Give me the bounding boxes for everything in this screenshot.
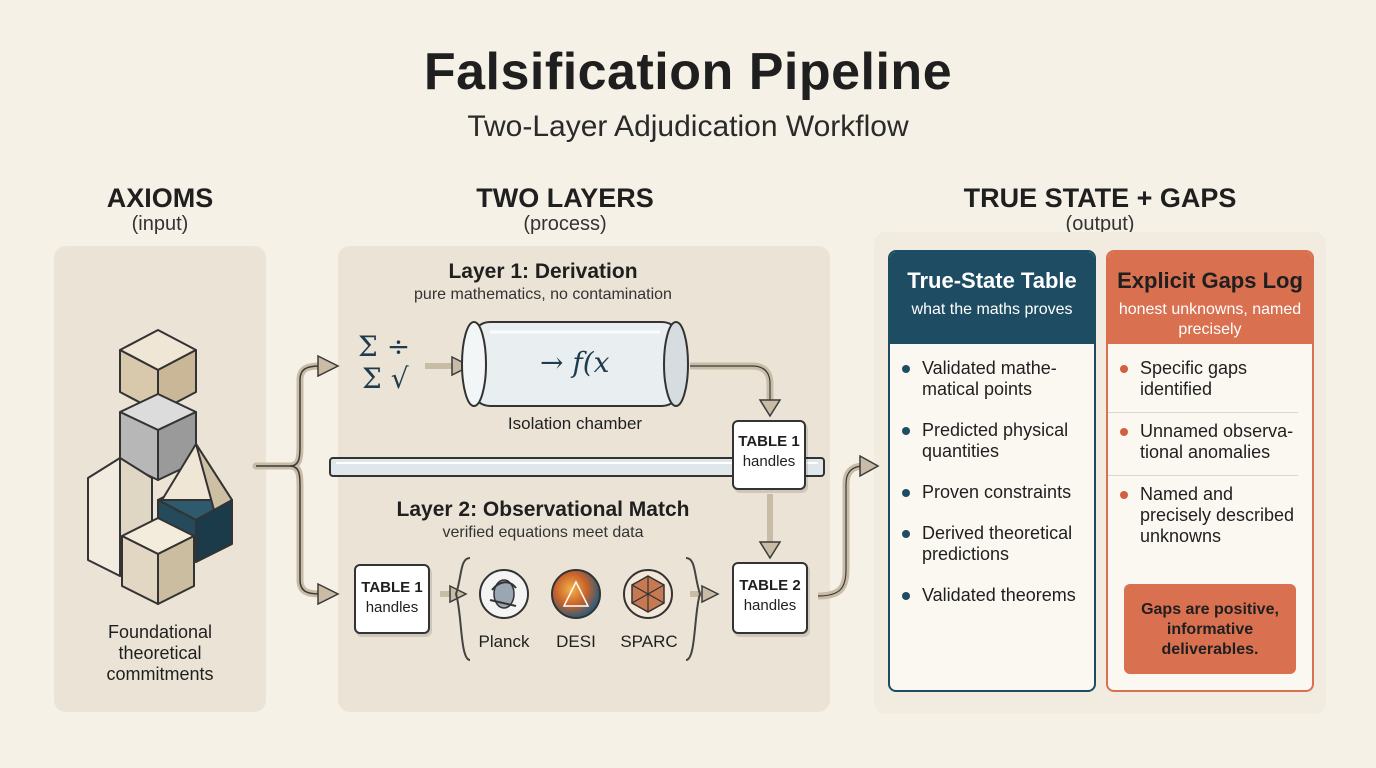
- gaps-log-header: Explicit Gaps Log honest unknowns, named…: [1108, 252, 1312, 344]
- sparc-icon: [623, 569, 673, 619]
- layer2-subtitle: verified equations meet data: [442, 524, 644, 541]
- input-split-arrow: [252, 362, 324, 598]
- input-symbols-2: Σ √: [362, 362, 409, 395]
- list-item: Named and precisely described unknowns: [1108, 484, 1298, 559]
- input-symbols: Σ ÷: [358, 330, 411, 363]
- true-state-subtitle: what the maths proves: [911, 301, 1073, 318]
- axioms-subheading: (input): [131, 213, 189, 235]
- table2-handles-tag: TABLE 2 handles: [732, 562, 808, 634]
- layer1-subtitle: pure mathematics, no contamination: [414, 286, 672, 303]
- list-item: Proven constraints: [890, 482, 1094, 503]
- gaps-callout: Gaps are positive, informative deliverab…: [1124, 584, 1296, 674]
- axioms-caption: Foundational theoretical commitments: [106, 622, 214, 684]
- planck-icon: [479, 569, 529, 619]
- tag-label: TABLE 1: [738, 433, 800, 450]
- list-item: Specific gaps identified: [1108, 358, 1298, 413]
- dataset-desi: DESI: [556, 632, 596, 651]
- dataset-planck: Planck: [478, 632, 530, 651]
- tag-label: TABLE 1: [361, 579, 423, 596]
- output-heading: TRUE STATE + GAPS: [963, 183, 1237, 213]
- explicit-gaps-log-card: Explicit Gaps Log honest unknowns, named…: [1106, 250, 1314, 692]
- layer1-title: Layer 1: Derivation: [448, 260, 638, 283]
- layers-heading: TWO LAYERS: [476, 183, 654, 213]
- list-item: Validated theorems: [890, 585, 1094, 606]
- true-state-list: Validated mathe-matical points Predicted…: [890, 344, 1094, 606]
- tag-handles: handles: [365, 599, 419, 616]
- chamber-formula: → f(x: [540, 346, 610, 379]
- layer2-title: Layer 2: Observational Match: [396, 498, 690, 521]
- gaps-log-title: Explicit Gaps Log: [1117, 268, 1303, 293]
- axioms-heading: AXIOMS: [106, 183, 214, 213]
- axiom-blocks-icon: [87, 329, 233, 605]
- true-state-header: True-State Table what the maths proves: [890, 252, 1094, 344]
- chamber-label: Isolation chamber: [507, 414, 643, 433]
- list-item: Unnamed observa-tional anomalies: [1108, 421, 1298, 476]
- tag-handles: handles: [743, 597, 797, 614]
- table1-handles-tag-top: TABLE 1 handles: [732, 420, 806, 490]
- layers-subheading: (process): [523, 213, 607, 235]
- list-item: Predicted physical quantities: [890, 420, 1094, 462]
- true-state-table-card: True-State Table what the maths proves V…: [888, 250, 1096, 692]
- tag-handles: handles: [742, 453, 796, 470]
- page-subtitle: Two-Layer Adjudication Workflow: [467, 110, 909, 143]
- desi-icon: [551, 569, 601, 619]
- gaps-log-subtitle: honest unknowns, named precisely: [1118, 301, 1302, 338]
- isolation-chamber-icon: [461, 321, 689, 407]
- tag-label: TABLE 2: [739, 577, 801, 594]
- table1-handles-tag-left: TABLE 1 handles: [354, 564, 430, 634]
- dataset-sparc: SPARC: [620, 632, 678, 651]
- list-item: Derived theoretical predictions: [890, 523, 1094, 565]
- page-title: Falsification Pipeline: [423, 43, 953, 101]
- true-state-title: True-State Table: [907, 268, 1077, 293]
- list-item: Validated mathe-matical points: [890, 358, 1094, 400]
- output-subheading: (output): [1065, 213, 1135, 235]
- gaps-log-list: Specific gaps identified Unnamed observa…: [1108, 344, 1312, 559]
